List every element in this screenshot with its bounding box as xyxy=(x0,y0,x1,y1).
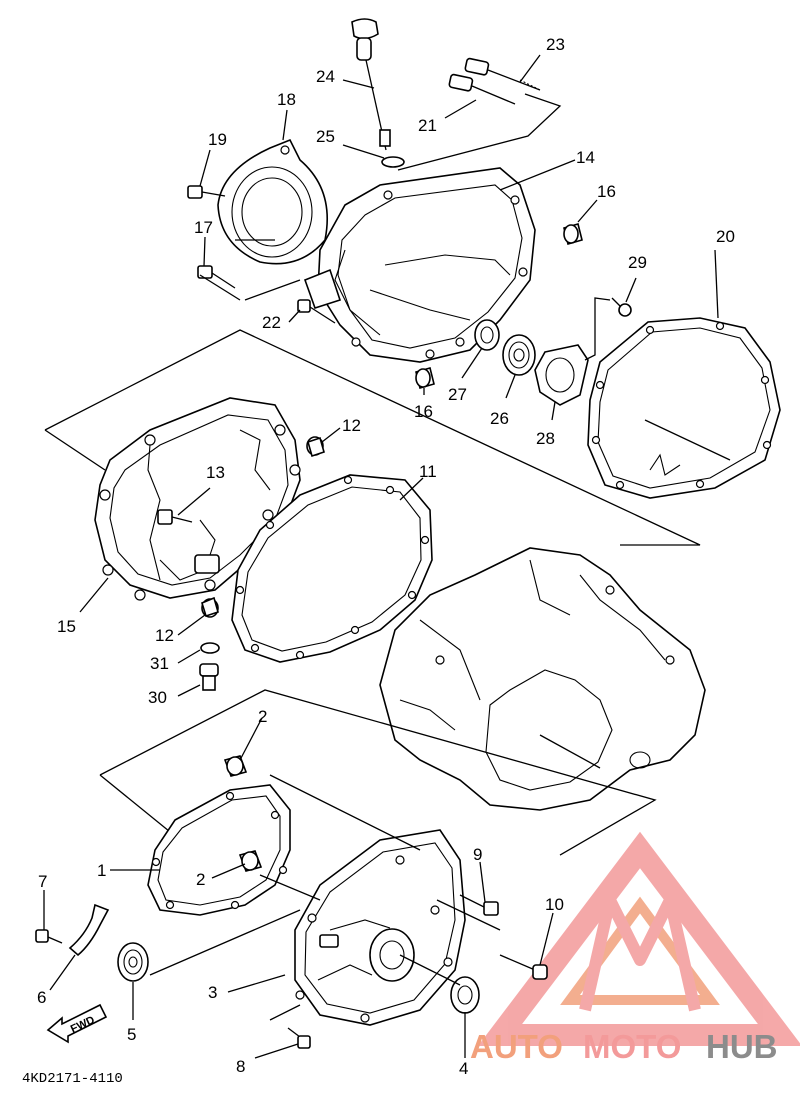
callout-1: 1 xyxy=(97,861,106,880)
leader-lines-middle xyxy=(79,427,601,769)
part-bolt-9 xyxy=(459,894,499,916)
part-crankcase xyxy=(379,547,706,811)
callout-7: 7 xyxy=(38,872,47,891)
watermark-triangle-inner xyxy=(560,896,720,1005)
watermark-m-shape xyxy=(579,894,701,1012)
part-screw-17 xyxy=(197,265,236,289)
callout-9: 9 xyxy=(473,845,482,864)
watermark-word-auto: AUTO xyxy=(470,1028,563,1065)
watermark-logo xyxy=(477,831,800,1046)
callout-labels: 1 2 2 3 4 5 6 7 8 9 10 11 12 12 13 14 15… xyxy=(37,35,735,1078)
watermark-word-moto: MOTO xyxy=(583,1028,681,1065)
part-dowel-16-lower xyxy=(415,367,435,389)
callout-16-lower: 16 xyxy=(414,402,433,421)
callout-17: 17 xyxy=(194,218,213,237)
middle-crankcase-group xyxy=(44,329,706,811)
fwd-label: FWD xyxy=(69,1014,97,1035)
callout-30: 30 xyxy=(148,688,167,707)
callout-27: 27 xyxy=(448,385,467,404)
part-bolt-21 xyxy=(448,73,516,105)
part-washer-31 xyxy=(200,642,220,654)
leader-lines-bottom xyxy=(43,717,554,1059)
callout-19: 19 xyxy=(208,130,227,149)
watermark-wordmark: AUTO MOTO HUB xyxy=(470,1028,778,1065)
drawing-code: 4KD2171-4110 xyxy=(22,1071,123,1087)
part-cover-plate-18 xyxy=(217,138,328,265)
part-gasket-20 xyxy=(587,317,781,499)
watermark-word-hub: HUB xyxy=(706,1028,778,1065)
callout-28: 28 xyxy=(536,429,555,448)
part-gasket-1 xyxy=(147,784,291,916)
part-dowel-16-upper xyxy=(563,223,583,245)
leader-lines-top xyxy=(199,54,731,461)
part-seal-27 xyxy=(474,319,500,351)
top-cover-group xyxy=(187,18,781,499)
part-dowel-12-lower xyxy=(201,596,219,618)
part-gasket-28 xyxy=(534,344,589,406)
part-screw-13 xyxy=(157,509,193,525)
callout-26: 26 xyxy=(490,409,509,428)
part-bearing-26 xyxy=(502,334,536,376)
part-clutch-cover-14 xyxy=(303,167,536,363)
callout-25: 25 xyxy=(316,127,335,146)
part-dowel-2-upper xyxy=(223,755,248,777)
callout-22: 22 xyxy=(262,313,281,332)
part-bolt-22 xyxy=(297,299,336,324)
callout-6: 6 xyxy=(37,988,46,1007)
callout-20: 20 xyxy=(716,227,735,246)
part-screw-7 xyxy=(35,929,63,944)
callout-14: 14 xyxy=(576,148,595,167)
callout-13: 13 xyxy=(206,463,225,482)
part-bolt-8 xyxy=(287,1027,311,1049)
part-gasket-11 xyxy=(231,474,433,663)
callout-31: 31 xyxy=(150,654,169,673)
part-dowel-12-upper xyxy=(306,436,325,458)
callout-23: 23 xyxy=(546,35,565,54)
part-drain-bolt-30 xyxy=(199,663,219,691)
part-screw-29 xyxy=(611,297,632,317)
callout-2-lower: 2 xyxy=(196,870,205,889)
part-bracket-6 xyxy=(68,903,110,957)
callout-12-lower: 12 xyxy=(155,626,174,645)
callout-3: 3 xyxy=(208,983,217,1002)
callout-2-upper: 2 xyxy=(258,707,267,726)
callout-24: 24 xyxy=(316,67,335,86)
callout-29: 29 xyxy=(628,253,647,272)
part-crankcase-cover-3 xyxy=(294,829,466,1026)
part-screw-19 xyxy=(187,185,226,199)
callout-18: 18 xyxy=(277,90,296,109)
callout-4: 4 xyxy=(459,1059,468,1078)
fwd-direction-arrow: FWD xyxy=(46,1003,108,1044)
part-oring-25 xyxy=(381,156,405,168)
callout-8: 8 xyxy=(236,1057,245,1076)
callout-12-upper: 12 xyxy=(342,416,361,435)
part-bolt-23 xyxy=(464,57,541,91)
callout-10: 10 xyxy=(545,895,564,914)
bottom-cover-group: FWD xyxy=(35,689,657,1049)
part-dipstick xyxy=(351,18,391,151)
callout-15: 15 xyxy=(57,617,76,636)
callout-5: 5 xyxy=(127,1025,136,1044)
part-bolt-10 xyxy=(499,954,548,980)
callout-11: 11 xyxy=(419,462,437,481)
watermark-triangle-outer xyxy=(477,831,800,1046)
callout-21: 21 xyxy=(418,116,437,135)
callout-16-upper: 16 xyxy=(597,182,616,201)
part-bearing-5 xyxy=(117,942,149,982)
part-dowel-2-lower xyxy=(238,850,263,872)
